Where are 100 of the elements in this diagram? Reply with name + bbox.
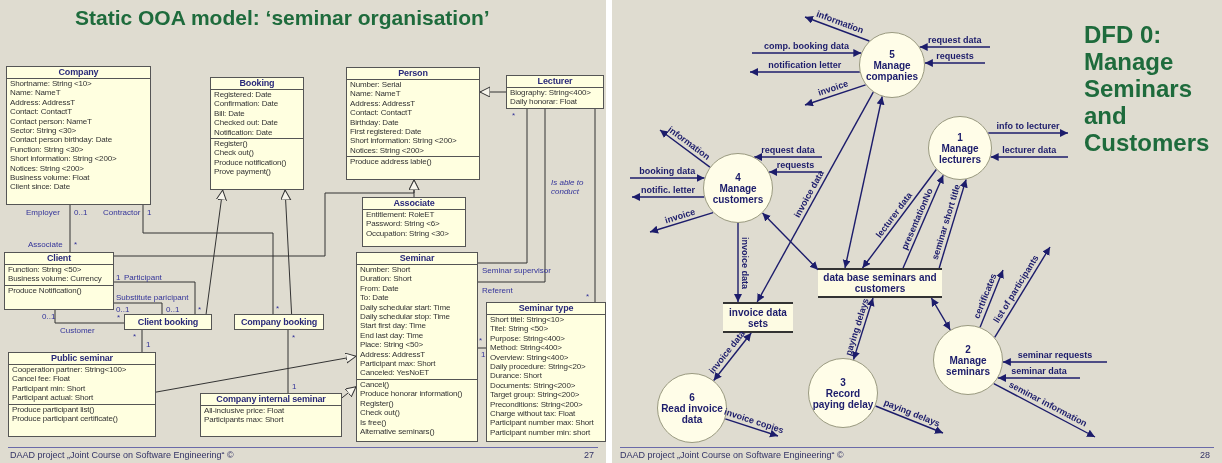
multiplicity: 0..1 <box>116 305 130 314</box>
association-line <box>54 309 125 324</box>
class-box <box>124 314 212 330</box>
edge-label: invoice <box>663 206 696 225</box>
method-text: Check out() <box>359 408 401 418</box>
edge-label: request data <box>928 35 982 45</box>
process-name: Manage lecturers <box>937 142 983 165</box>
association-line <box>141 329 143 353</box>
attribute-text: From: Date <box>359 283 400 294</box>
edge-label: seminar data <box>1011 366 1067 376</box>
attribute-text: Notices: String <200> <box>349 145 425 156</box>
attribute-text: Cooperation partner: String<100> <box>11 365 128 375</box>
class-box <box>356 252 478 442</box>
edge-label: info to lecturer <box>996 121 1060 131</box>
method-text: Register() <box>359 398 395 409</box>
process-name: Manage companies <box>864 59 920 82</box>
edge-label: paying delays <box>842 296 871 357</box>
attribute-text: Occupation: String <30> <box>365 228 450 239</box>
process-number: 2 <box>965 343 971 355</box>
multiplicity: 1 <box>481 350 486 359</box>
attribute-text: Function: String <50> <box>7 265 83 275</box>
attribute-text: Name: NameT <box>349 89 402 99</box>
multiplicity: * <box>74 240 78 249</box>
data-flow-arrow <box>761 212 819 271</box>
data-flow-arrow <box>724 418 779 438</box>
class-name: Client booking <box>136 316 200 329</box>
data-flow-arrow <box>734 222 742 303</box>
store-name: data base seminars and customers <box>823 272 937 294</box>
attribute-text: Purpose: String<400> <box>489 333 566 344</box>
attribute-text: Target group: String<200> <box>489 390 581 400</box>
data-flow-arrow <box>629 174 706 182</box>
slide-panel <box>0 0 606 463</box>
method-text: Prove payment() <box>213 167 272 177</box>
class-name: Person <box>347 68 479 80</box>
attribute-text: Cancel fee: Float <box>11 374 71 384</box>
method-text: Produce address lable() <box>347 156 479 167</box>
attribute-text: Overview: String<400> <box>489 352 570 363</box>
attribute-text: Sector: String <30> <box>9 126 78 136</box>
data-flow-arrow <box>804 84 867 107</box>
attribute-text: Number: Serial <box>349 80 403 90</box>
data-flow-arrow <box>861 168 937 269</box>
class-box <box>506 75 604 109</box>
class-box <box>234 314 324 330</box>
attribute-text: Daily schedular stop: Time <box>359 312 451 322</box>
multiplicity: * <box>586 292 590 301</box>
association-line <box>477 108 528 264</box>
attribute-text: First registered: Date <box>349 127 423 137</box>
attribute-text: Duration: Short <box>359 274 413 284</box>
edge-label: Referent <box>482 286 513 295</box>
data-flow-arrow <box>649 211 714 234</box>
method-text: Register() <box>211 138 303 149</box>
multiplicity: 1 <box>146 340 151 349</box>
data-flow-arrow <box>919 43 991 51</box>
attribute-text: Address: AddressT <box>9 97 77 108</box>
attribute-text: Address: AddressT <box>359 349 427 360</box>
class-box <box>210 77 304 190</box>
attribute-text: Number: Short <box>359 265 412 275</box>
method-text: Produce Notification() <box>5 284 113 296</box>
attribute-text: Client since: Date <box>9 182 71 192</box>
process-name: Read invoice data <box>661 402 723 425</box>
data-flow-arrow <box>979 269 1004 328</box>
attribute-text: Registered: Date <box>213 90 273 100</box>
attribute-text: Documents: String<200> <box>489 380 577 391</box>
data-flow-arrow <box>997 374 1081 382</box>
method-text: Produce participant certificate() <box>11 414 119 424</box>
class-box <box>8 352 156 437</box>
attribute-text: Confirmation: Date <box>213 99 279 109</box>
method-text: Produce participant list() <box>9 403 155 415</box>
attribute-text: Notification: Date <box>213 127 274 138</box>
footer-text: DAAD project „Joint Course on Software Engineering“ © <box>10 450 234 460</box>
class-name: Company booking <box>239 316 319 329</box>
class-name: Seminar type <box>487 303 605 315</box>
edge-label: notific. letter <box>641 185 696 195</box>
attribute-text: Charge without tax: Float <box>489 409 577 419</box>
slide-title: Static OOA model: ‘seminar organisation’ <box>75 6 491 30</box>
data-flow-arrow <box>852 297 875 361</box>
attribute-text: All-inclusive price: Float <box>203 406 286 416</box>
attribute-text: Short titel: String<10> <box>489 315 565 325</box>
edge-label: Participant <box>124 273 162 282</box>
edge-label: invoice <box>816 78 850 98</box>
attribute-text: Contact: ContactT <box>9 107 73 117</box>
edge-label: Is able to conduct <box>551 178 585 196</box>
attribute-text: Business volume: Float <box>9 173 91 183</box>
attribute-text: Participants max: Short <box>203 415 285 425</box>
association-line <box>477 108 546 283</box>
role-name: Contractor <box>103 208 141 217</box>
class-box <box>200 393 342 437</box>
data-flow-arrow <box>713 332 752 382</box>
data-flow-arrow <box>987 129 1069 137</box>
page-number: 27 <box>584 450 594 460</box>
attribute-text: Function: String <30> <box>9 144 85 155</box>
attribute-text: End last day: Time <box>359 330 425 341</box>
multiplicity: * <box>198 305 202 314</box>
attribute-text: Business volume: Currency <box>7 274 103 284</box>
edge-label: Substitute paricipant <box>116 293 189 302</box>
data-flow-arrow <box>1002 358 1108 366</box>
attribute-text: Start first day: Time <box>359 321 427 331</box>
attribute-text: Contact: ContactT <box>349 108 413 118</box>
edge-label: lecturer data <box>1002 145 1057 155</box>
attribute-text: Participant max: Short <box>359 359 437 369</box>
